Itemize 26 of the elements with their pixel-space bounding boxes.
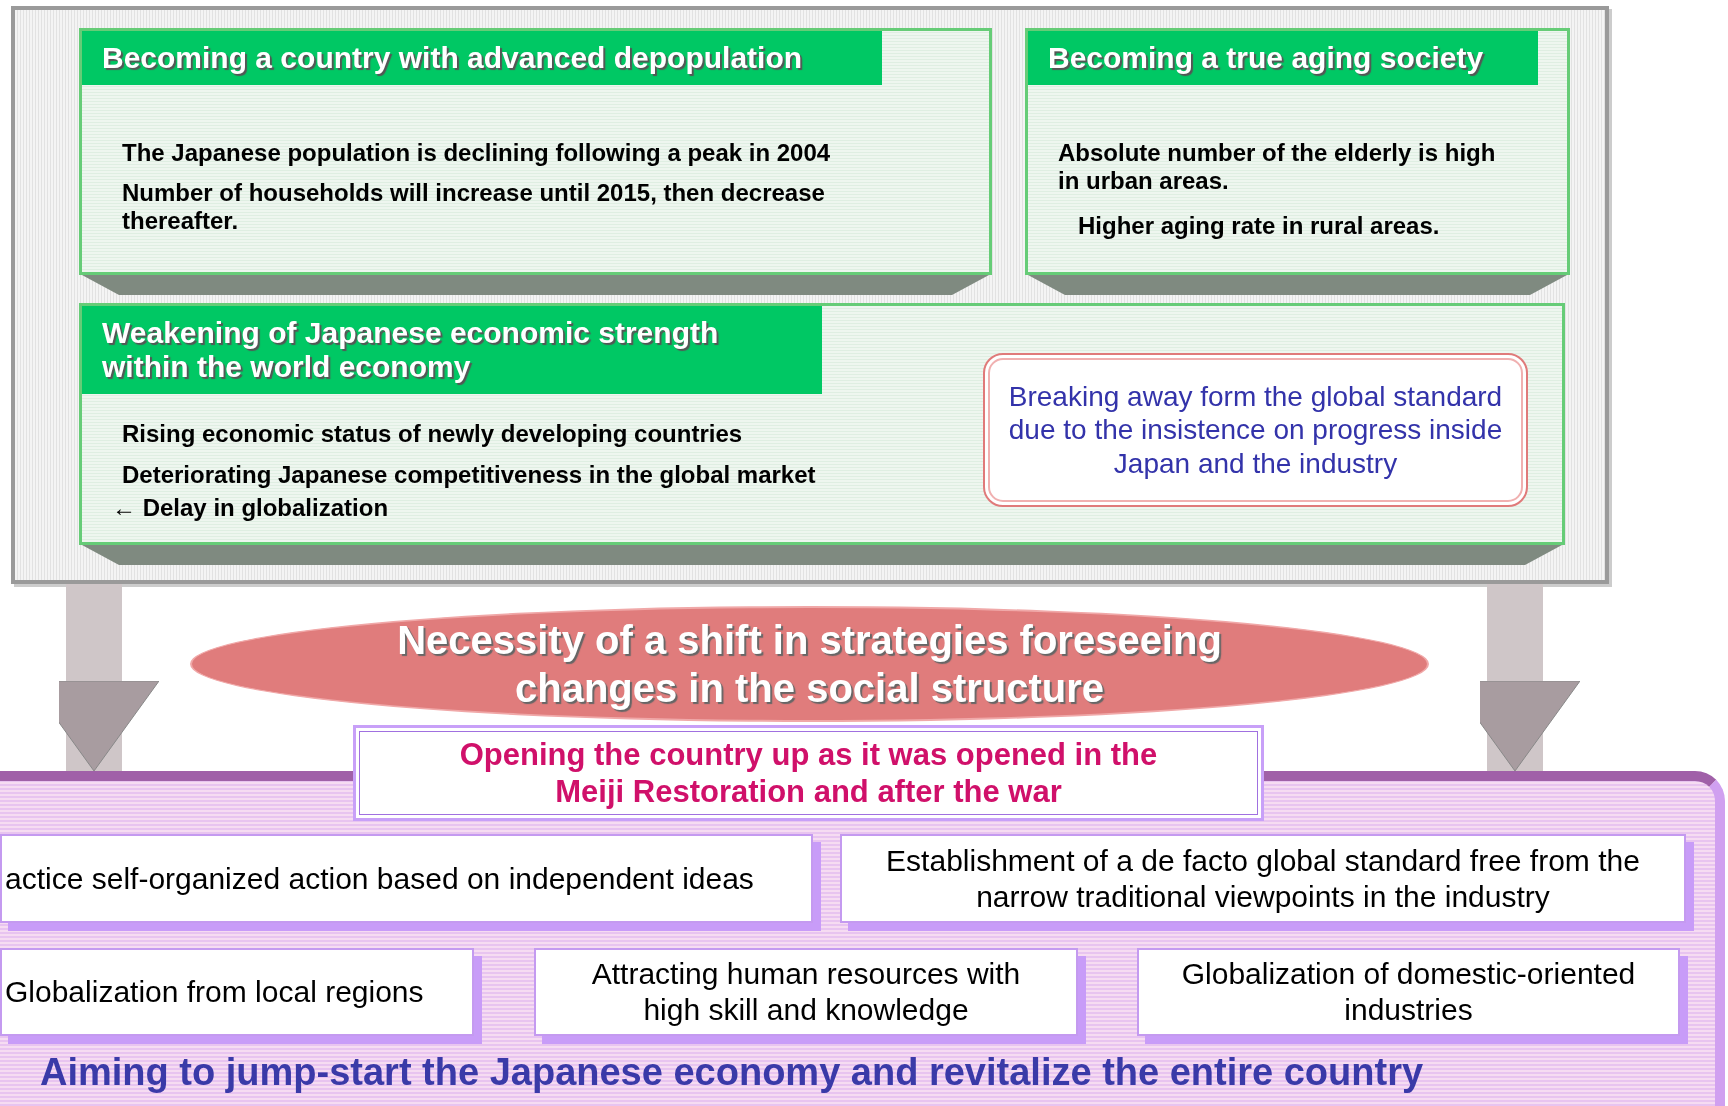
bullet-text: Deteriorating Japanese competitiveness in the global market [122,461,816,489]
box-text: Globalization of domestic-oriented industries [1180,956,1637,1028]
conclusion-text: Necessity of a shift in strategies foreseeing changes in the social structure [396,617,1223,712]
topic-panel [79,28,992,275]
box-text: Establishment of a de facto global standard free from the narrow traditional viewpoints in the industry [885,842,1641,915]
bullet-text: Absolute number of the elderly is high in urban areas. [1058,139,1497,195]
bullet-text: The Japanese population is declining following a peak in 2004 [122,139,831,167]
note-box [983,353,1528,507]
topic-panel [79,303,1565,545]
bullet-text: Rising economic status of newly developing countries [122,420,743,448]
panel-heading: Becoming a true aging society [1028,31,1538,85]
box-text: Globalization from local regions [5,974,424,1010]
bullet-text: ← Delay in globalization [112,494,389,522]
topic-panel [1025,28,1570,275]
strategy-panel [0,771,1725,1106]
headline-box [353,725,1264,821]
panel-heading: Weakening of Japanese economic strength within the world economy [82,306,822,394]
outer-frame [11,6,1609,584]
bullet-text: Higher aging rate in rural areas. [1078,212,1440,240]
box-text: Opening the country up as it was opened in the Meiji Restoration and after the war [458,735,1159,811]
box-text: Attracting human resources with high skill and knowledge [590,956,1022,1028]
box-text: Breaking away form the global standard due to the insistence on progress inside Japan and the industry [1007,379,1504,481]
goal-text: Aiming to jump-start the Japanese economy and revitalize the entire country [40,1051,1424,1094]
box-text: actice self-organized action based on independent ideas [5,860,754,897]
panel-heading: Becoming a country with advanced depopulation [82,31,882,85]
bullet-text: Number of households will increase until 2015, then decrease thereafter. [122,179,826,235]
